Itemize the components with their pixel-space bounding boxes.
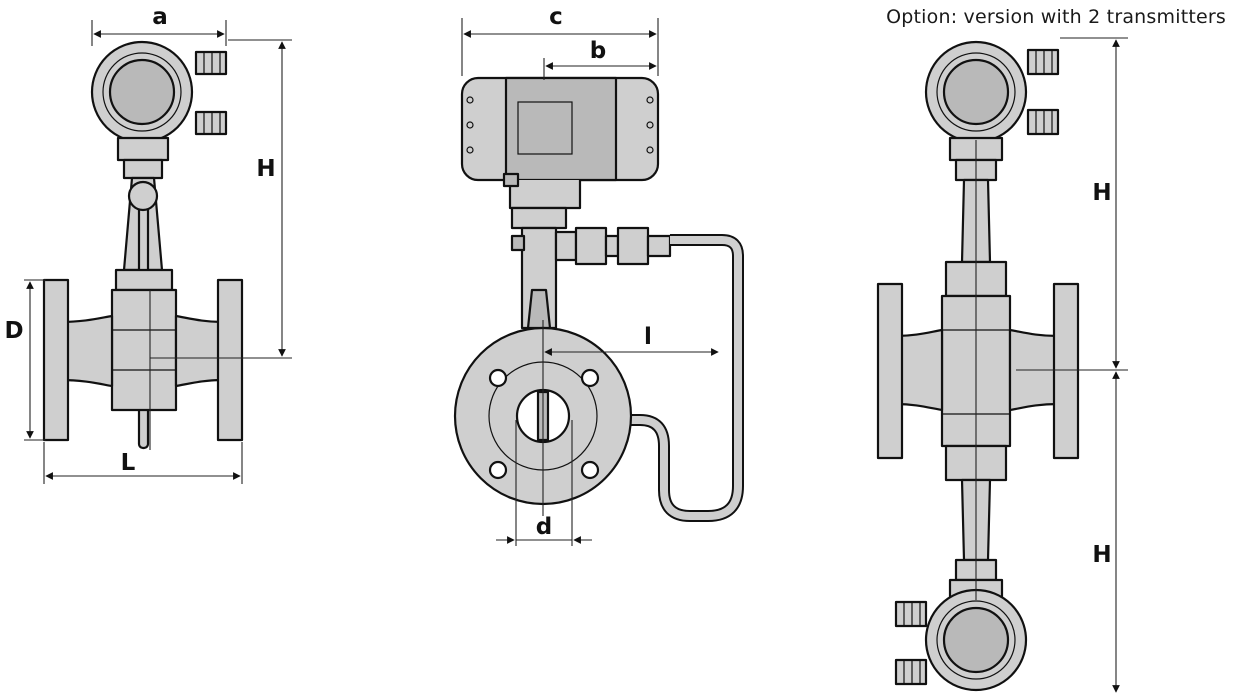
dimension-l-small: l [544, 324, 719, 356]
dim-label-b: b [590, 38, 606, 64]
dimension-a: a [91, 4, 227, 46]
dimension-h-right-bottom: H [1092, 371, 1120, 693]
dimension-h-right-top: H [1016, 37, 1128, 371]
dual-transmitter-view [876, 40, 1080, 692]
dimension-d-large: D [4, 279, 46, 441]
transmitter-housing-side [460, 76, 660, 210]
dim-label-l-large: L [121, 450, 136, 476]
dim-label-h-right-top: H [1092, 180, 1111, 206]
dim-label-h-left: H [256, 156, 275, 182]
transmitter-head-bottom [894, 558, 1028, 692]
transmitter-head-top [924, 40, 1060, 182]
dim-label-a: a [152, 4, 168, 30]
dimension-c: c [461, 4, 659, 76]
dimension-b: b [543, 38, 657, 80]
dimension-d-small: d [496, 514, 592, 544]
side-view [453, 76, 744, 546]
option-caption: Option: version with 2 transmitters [886, 6, 1226, 28]
dim-label-d-large: D [4, 318, 23, 344]
dim-label-c: c [549, 4, 563, 30]
dim-label-l-small: l [644, 324, 652, 350]
front-view [42, 40, 292, 450]
dim-label-d-small: d [536, 514, 552, 540]
transmitter-head-left [90, 40, 228, 180]
dimension-l-large: L [43, 442, 243, 484]
dimension-h-left: H [228, 39, 292, 357]
dim-label-h-right-bottom: H [1092, 542, 1111, 568]
